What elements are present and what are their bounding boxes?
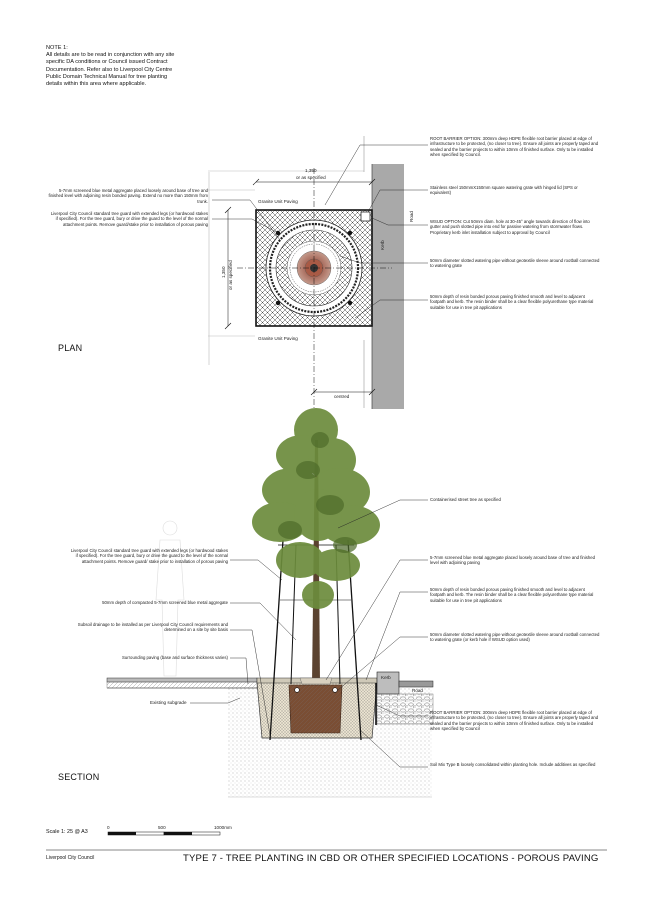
section-road-label: Road [412, 688, 423, 693]
plan-label: PLAN [58, 343, 83, 353]
plan-paving-top: Granite Unit Paving [258, 199, 298, 204]
note-line: All details are to be read in conjunctio… [46, 52, 175, 59]
plan-kerb-label: Kerb [380, 240, 385, 250]
scale-tick-1000: 1000mm [214, 825, 232, 830]
scale-bar [107, 831, 221, 836]
general-note: NOTE 1: All details are to be read in co… [46, 45, 206, 88]
section-annotation-root-barrier: ROOT BARRIER OPTION: 300mm deep HDPE fle… [430, 710, 599, 732]
note-line: Public Domain Technical Manual for tree … [46, 73, 168, 80]
plan-annotation-wsud: WSUD OPTION: Cut 50mm diam. hole at 30-4… [430, 219, 590, 235]
section-view [106, 408, 434, 798]
note-heading: NOTE 1: [46, 45, 68, 51]
section-label: SECTION [58, 772, 100, 782]
section-annotation-watering-pipe: 50mm diameter slotted watering pipe with… [430, 632, 600, 643]
scale-label: Scale 1: 25 @ A3 [46, 829, 88, 835]
footer-org: Liverpool City Council [46, 855, 95, 861]
note-line: specific DA conditions or Council issued… [46, 59, 168, 66]
plan-dim-width: 1,350 [305, 168, 317, 173]
plan-annotation-porous-paving: 50mm depth of resin bonded porous paving… [430, 294, 594, 310]
plan-road-label: Road [409, 211, 414, 222]
plan-paving-bottom: Granite Unit Paving [258, 336, 298, 341]
plan-dim-height: 1,350 [221, 266, 226, 279]
plan-annotation-aggregate: 5-7mm screened blue metal aggregate plac… [48, 188, 208, 204]
plan-annotation-root-barrier: ROOT BARRIER OPTION: 300mm deep HDPE fle… [430, 136, 599, 158]
plan-annotation-watering-pipe: 50mm diameter slotted watering pipe with… [430, 258, 600, 269]
plan-view [208, 136, 428, 409]
section-annotation-surrounding-paving: Surrounding paving (base and surface thi… [121, 655, 228, 660]
section-annotation-tree-guard: Liverpool City Council standard tree gua… [70, 548, 228, 564]
drawing-title: TYPE 7 - TREE PLANTING IN CBD OR OTHER S… [183, 853, 599, 864]
section-annotation-subsoil-drainage: Subsoil drainage to be installed as per … [77, 622, 228, 633]
section-kerb-label: Kerb [381, 675, 391, 680]
note-line: details within this area where applicabl… [46, 81, 147, 88]
plan-annotation-watering-grate: Stainless steel 150mmX150mm square water… [430, 185, 578, 196]
note-line: Documentation. Refer also to Liverpool C… [46, 66, 173, 73]
plan-centred-label: centred [334, 394, 350, 399]
section-annotation-compacted-aggregate: 50mm depth of compacted 5-7mm screened b… [102, 600, 228, 605]
section-annotation-porous-paving: 50mm depth of resin bonded porous paving… [430, 587, 594, 603]
section-existing-subgrade: Existing subgrade [150, 700, 187, 705]
section-annotation-street-tree: Containerised street tree as specified [430, 497, 501, 502]
plan-dim-width-note: or as specified [296, 175, 326, 180]
section-annotation-soil-mix: Soil Mix Type B loosely consolidated wit… [430, 762, 596, 767]
plan-dim-height-note: or as specified [228, 260, 233, 290]
scale-tick-500: 500 [158, 825, 166, 830]
plan-annotation-tree-guard: Liverpool City Council standard tree gua… [50, 211, 208, 227]
section-annotation-blue-metal: 5-7mm screened blue metal aggregate plac… [430, 555, 596, 566]
scale-tick-0: 0 [107, 825, 110, 830]
